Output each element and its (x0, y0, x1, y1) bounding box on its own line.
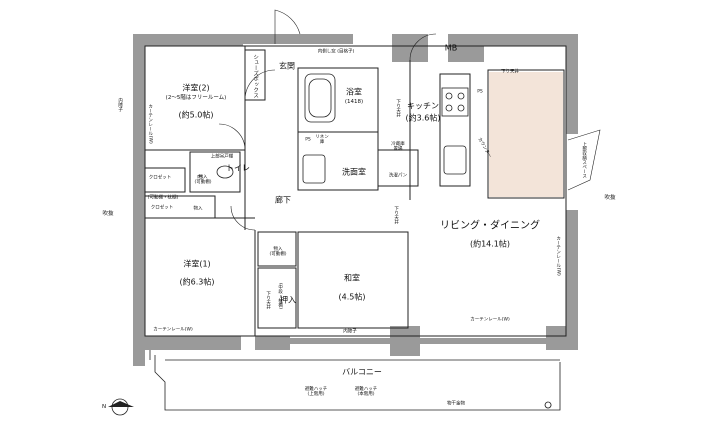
label-push-note: (中段・枕棚) (277, 282, 283, 310)
exterior-walls (133, 34, 578, 366)
label-down-ceiling-kitchen: 下り天井 (395, 99, 401, 117)
ldk-highlight (489, 72, 563, 197)
door-swings (218, 9, 601, 231)
label-ps-kitchen: PS (477, 89, 483, 95)
room-western2-name: 洋室(2) (182, 83, 210, 93)
label-outdoor-unit: 物干金物 (447, 401, 465, 407)
label-inner-frame-double: 内側し窓 (目格子) (317, 49, 355, 55)
room-western1-name: 洋室(1) (183, 259, 211, 269)
room-balcony: バルコニー (342, 367, 382, 377)
room-kitchen-size: (約3.6帖) (405, 113, 441, 123)
label-down-ceiling-push: 下り天井 (265, 291, 271, 309)
fixtures (216, 87, 469, 184)
label-closet-upper: クロゼット (148, 175, 172, 181)
label-fridge: 冷蔵庫 置場 (391, 141, 405, 152)
room-western1-size: (約6.3帖) (179, 277, 215, 287)
label-linen: リネン 庫 (315, 134, 329, 145)
north-arrow-icon (108, 398, 134, 416)
bathtub (304, 73, 336, 123)
label-down-ceiling-hall: 下り天井 (393, 206, 399, 224)
room-japanese-size: (4.5帖) (338, 292, 366, 302)
label-escape-hatch-up: 避難ハッチ (上階用) (304, 386, 328, 397)
label-curtain-rail-western2: カーテンレール(W) (147, 104, 153, 144)
label-upper-cabinet: 上部吊戸棚 (210, 154, 234, 160)
label-north: N (101, 403, 107, 410)
label-storage-lower: 物入 (193, 206, 203, 212)
label-ps-bath: PS (305, 137, 311, 143)
label-curtain-rail-ldk-side: カーテンレール(W) (555, 236, 561, 276)
room-kitchen-name: キッチン (407, 101, 439, 111)
room-bath-size: (1418) (344, 98, 364, 105)
room-western2-size: (約5.0帖) (178, 110, 214, 120)
label-ps-toilet: PS (197, 175, 203, 181)
room-ldk-name: リビング・ダイニング (440, 220, 540, 232)
label-escape-hatch-self: 避難ハッチ (本階用) (354, 386, 378, 397)
label-stairs-ladder: 上部収納スペース (581, 142, 587, 178)
room-washroom: 洗面室 (342, 167, 366, 177)
room-western2-note: (2～5階はフリールーム) (165, 94, 227, 101)
room-bath-name: 浴室 (346, 87, 362, 97)
label-fukinuke-right: 吹抜 (604, 194, 616, 201)
interior-walls (144, 45, 567, 337)
label-closet-lower: クロゼット (150, 205, 174, 211)
label-shoe-box: シューズボックス (252, 54, 259, 98)
label-curtain-rail-western1: カーテンレール(W) (153, 327, 193, 333)
balcony-outline (149, 345, 561, 411)
room-japanese-name: 和室 (344, 273, 360, 283)
label-inner-frame-left: 内障子 (117, 98, 123, 112)
label-mb: MB (444, 43, 458, 53)
room-closet-push: 押入 (280, 295, 296, 305)
label-inner-frame-japanese: 内障子 (343, 329, 357, 335)
label-washing-pan: 洗濯パン (388, 173, 408, 179)
room-ldk-size: (約14.1帖) (469, 239, 511, 249)
room-hallway: 廊下 (275, 195, 291, 205)
label-down-ceiling-ldk: 下り天井 (501, 69, 519, 75)
label-fukinuke-left: 吹抜 (102, 210, 114, 217)
label-curtain-rail-ldk: カーテンレール(W) (470, 317, 510, 323)
label-storage-toilet: 物入 (可動棚) (194, 174, 212, 185)
room-entrance: 玄関 (279, 61, 295, 71)
label-storage-hall: 物入 (可動棚) (269, 246, 287, 257)
label-closet-shelf: (可動棚・枕棚) (147, 195, 179, 201)
room-toilet: トイレ (226, 163, 250, 173)
